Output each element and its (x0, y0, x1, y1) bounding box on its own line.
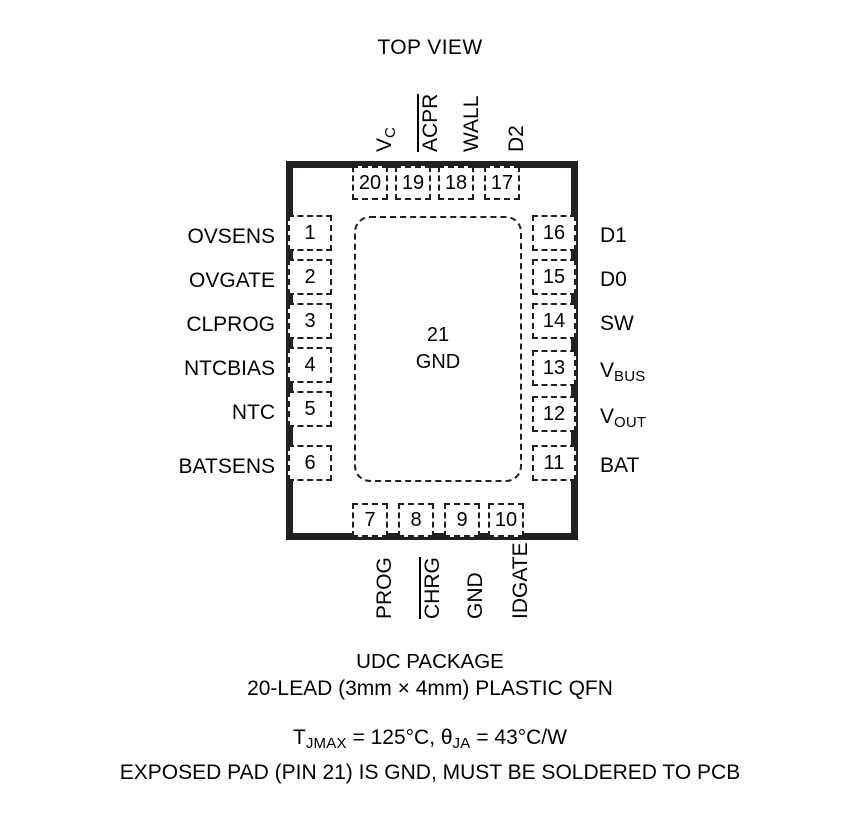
pin-pad-13[interactable]: 13 (532, 350, 576, 386)
pin-label-bat-text: BAT (600, 454, 640, 477)
pin-number-10: 10 (494, 509, 518, 531)
exposed-pad-note: EXPOSED PAD (PIN 21) IS GND, MUST BE SOL… (119, 761, 741, 785)
pin-label-d1-text: D1 (600, 224, 627, 247)
pin-label-prog: PROG (373, 557, 396, 619)
pin-number-12: 12 (542, 403, 566, 425)
pin-label-chrg-text: CHRG (419, 557, 444, 619)
thermal-tj-symbol: T (293, 726, 306, 749)
pin-pad-12[interactable]: 12 (532, 396, 576, 432)
pin-label-vbus: VBUS (600, 360, 645, 384)
page-title: TOP VIEW (377, 36, 483, 59)
pin-label-vc-text: V (373, 137, 396, 152)
pin-label-gnd-text: GND (464, 572, 487, 619)
pin-pad-5[interactable]: 5 (288, 391, 332, 427)
pin-number-2: 2 (304, 266, 316, 288)
thermal-theta-sub: JA (452, 735, 471, 753)
pin-label-prog-text: PROG (373, 557, 396, 619)
pin-pad-6[interactable]: 6 (288, 445, 332, 481)
pin-label-acpr-text: ACPR (417, 93, 442, 152)
pin-pad-8[interactable]: 8 (398, 503, 434, 537)
pin-number-16: 16 (542, 222, 566, 244)
pin-label-vout: VOUT (600, 406, 646, 430)
pin-pad-11[interactable]: 11 (532, 445, 576, 481)
pin-label-vout-sub: OUT (614, 414, 647, 432)
pin-pad-20[interactable]: 20 (352, 166, 388, 200)
pin-label-idgate: IDGATE (509, 542, 532, 619)
pin-number-14: 14 (542, 310, 566, 332)
pin-label-idgate-text: IDGATE (509, 542, 532, 619)
pin-pad-10[interactable]: 10 (488, 503, 524, 537)
pin-number-4: 4 (304, 354, 316, 376)
pin-pad-17[interactable]: 17 (484, 166, 520, 200)
pin-label-vbus-sub: BUS (614, 368, 646, 386)
pin-label-wall: WALL (460, 95, 483, 152)
thermal-mid-text: = 125°C, θ (346, 726, 453, 749)
thermal-tj-sub: JMAX (305, 735, 347, 753)
pin-label-batsens: BATSENS (178, 455, 275, 478)
thermal-end-text: = 43°C/W (470, 726, 567, 749)
pin-pad-15[interactable]: 15 (532, 259, 576, 295)
pin-pad-2[interactable]: 2 (288, 259, 332, 295)
pin-number-17: 17 (490, 172, 514, 194)
pin-number-7: 7 (364, 509, 376, 531)
pin-pad-16[interactable]: 16 (532, 215, 576, 251)
pin-label-d1: D1 (600, 225, 627, 246)
pin-label-chrg: CHRG (419, 557, 444, 619)
pin-pad-14[interactable]: 14 (532, 303, 576, 339)
package-name: UDC PACKAGE (356, 650, 504, 673)
pin-number-13: 13 (542, 357, 566, 379)
pin-label-ovgate: OVGATE (189, 269, 275, 292)
pin-pad-3[interactable]: 3 (288, 303, 332, 339)
pin-number-5: 5 (304, 398, 316, 420)
pin-label-ntcbias: NTCBIAS (183, 357, 275, 380)
pin-label-sw-text: SW (600, 312, 634, 335)
thermal-caption: TJMAX = 125°C, θJA = 43°C/W EXPOSED PAD … (0, 723, 860, 787)
pin-pad-18[interactable]: 18 (438, 166, 474, 200)
pin-number-3: 3 (304, 310, 316, 332)
pin-number-9: 9 (456, 509, 468, 531)
pin-label-vc: VC (373, 126, 400, 152)
pin-pad-7[interactable]: 7 (352, 503, 388, 537)
pin-label-sw: SW (600, 313, 634, 334)
pin-label-d0: D0 (600, 269, 627, 290)
pin-label-gnd: GND (464, 572, 487, 619)
pin-label-vc-sub: C (382, 126, 400, 138)
package-caption: UDC PACKAGE 20-LEAD (3mm × 4mm) PLASTIC … (0, 648, 860, 702)
pin-number-11: 11 (543, 452, 565, 474)
pin-number-18: 18 (444, 172, 468, 194)
pin-number-15: 15 (542, 266, 566, 288)
package-description: 20-LEAD (3mm × 4mm) PLASTIC QFN (247, 677, 613, 700)
pin-pad-19[interactable]: 19 (395, 166, 431, 200)
pin-label-bat: BAT (600, 455, 639, 476)
pin-label-ntc: NTC (231, 401, 275, 424)
pin-label-clprog: CLPROG (186, 313, 275, 336)
pin-label-acpr: ACPR (417, 93, 442, 152)
pin-label-d0-text: D0 (600, 268, 627, 291)
pin-number-6: 6 (304, 452, 316, 474)
pin-label-ovsens: OVSENS (187, 225, 275, 248)
exposed-pad-number: 21 (426, 324, 450, 346)
pin-label-vout-text: V (600, 405, 615, 428)
pin-label-wall-text: WALL (460, 95, 483, 152)
pin-pad-1[interactable]: 1 (288, 215, 332, 251)
pin-number-8: 8 (410, 509, 422, 531)
pin-number-1: 1 (304, 222, 316, 244)
pin-number-19: 19 (401, 172, 425, 194)
pin-label-d2-text: D2 (505, 125, 528, 152)
pin-pad-9[interactable]: 9 (444, 503, 480, 537)
pin-label-d2: D2 (505, 125, 528, 152)
pin-label-vbus-text: V (600, 359, 615, 382)
thermal-spec-line: TJMAX = 125°C, θJA = 43°C/W (0, 723, 860, 758)
pin-number-20: 20 (358, 172, 382, 194)
exposed-pad-region: 21 GND (354, 216, 522, 482)
exposed-pad-name: GND (415, 351, 461, 373)
pin-pad-4[interactable]: 4 (288, 347, 332, 383)
